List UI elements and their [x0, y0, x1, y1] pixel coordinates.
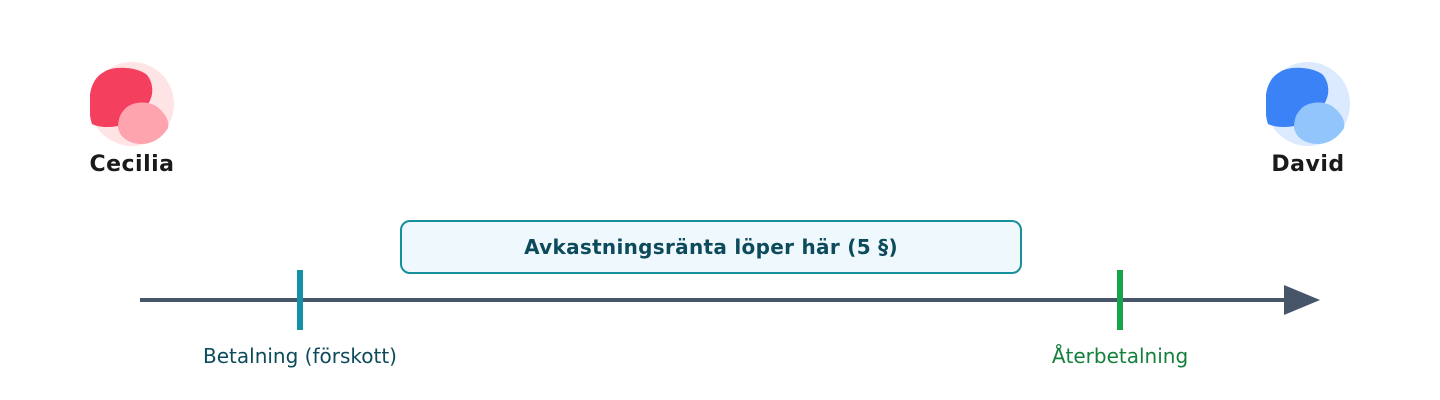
david-name: David	[1271, 152, 1345, 177]
interest-period-label: Avkastningsränta löper här (5 §)	[524, 235, 898, 259]
payment-label: Betalning (förskott)	[203, 344, 397, 368]
person-icon	[1266, 62, 1350, 146]
repayment-label: Återbetalning	[1051, 344, 1189, 368]
david-avatar	[1266, 62, 1350, 146]
person-icon	[90, 62, 174, 146]
cecilia-avatar	[90, 62, 174, 146]
timeline-arrowhead	[1284, 285, 1320, 315]
cecilia-name: Cecilia	[89, 152, 175, 177]
interest-period-box: Avkastningsränta löper här (5 §)	[400, 220, 1022, 274]
